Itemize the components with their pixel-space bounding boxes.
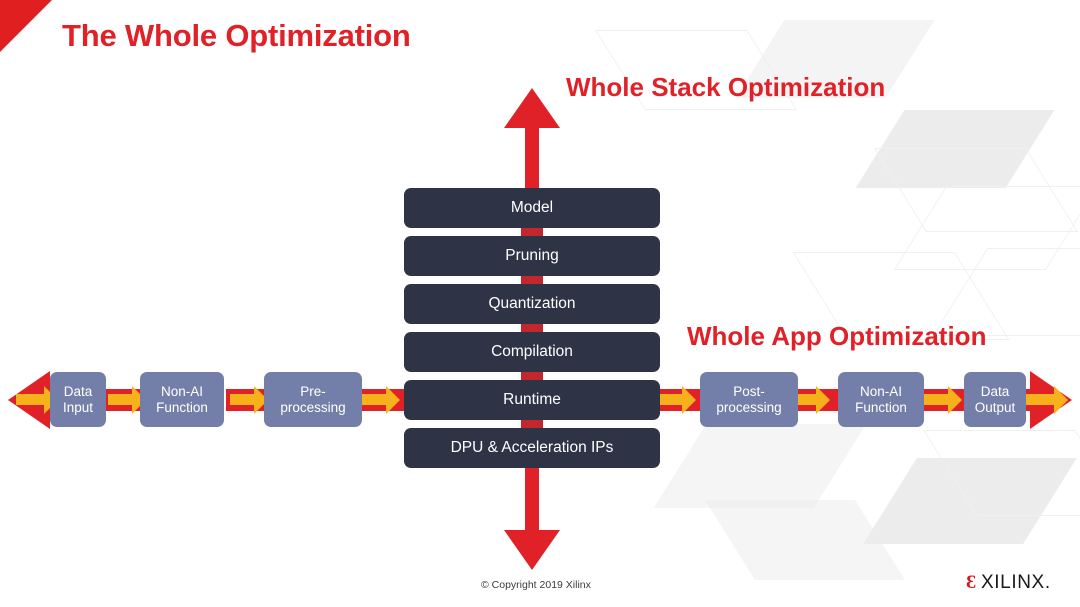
watermark-shape-7 — [863, 458, 1077, 544]
stack-row: DPU & Acceleration IPs — [404, 419, 660, 468]
stack-item-model[interactable]: Model — [404, 188, 660, 228]
stack-connector — [521, 371, 543, 381]
flow-box-data-input[interactable]: Data Input — [50, 372, 106, 427]
arrow-head-down-icon — [504, 530, 560, 570]
stack-connector — [521, 323, 543, 333]
stack-item-pruning[interactable]: Pruning — [404, 236, 660, 276]
flow-box-post-processing[interactable]: Post- processing — [700, 372, 798, 427]
pipeline-yellow-tip-6 — [948, 386, 962, 414]
pipeline-yellow-arrow-2 — [230, 394, 256, 405]
down-arrow-stack-optimization — [504, 468, 560, 570]
pipeline-yellow-tip-4 — [682, 386, 696, 414]
page-title: The Whole Optimization — [62, 18, 411, 53]
stack-connector — [521, 275, 543, 285]
flow-box-line2: Input — [62, 399, 94, 415]
watermark-shape-1 — [855, 110, 1055, 188]
flow-box-line2: processing — [716, 399, 782, 415]
xilinx-logo: Ɛ XILINX. — [966, 573, 1051, 592]
stack-item-compilation[interactable]: Compilation — [404, 332, 660, 372]
pipeline-yellow-tip-3 — [386, 386, 400, 414]
stack-row: Pruning — [404, 227, 660, 276]
heading-whole-stack-optimization: Whole Stack Optimization — [566, 72, 886, 102]
watermark-shape-2 — [873, 148, 1079, 232]
watermark-shape-8 — [923, 430, 1080, 516]
pipeline-yellow-arrow-5 — [792, 394, 818, 405]
pipeline-yellow-arrow-6 — [924, 394, 950, 405]
up-arrow-stack-optimization — [504, 88, 560, 190]
copyright-text: © Copyright 2019 Xilinx — [481, 579, 591, 591]
flow-box-line1: Non-AI — [160, 383, 204, 399]
stack-connector — [521, 419, 543, 429]
watermark-shape-9 — [705, 500, 905, 580]
pipeline-yellow-tip-5 — [816, 386, 830, 414]
arrow-shaft-down — [525, 468, 539, 532]
pipeline-yellow-tip-7 — [1054, 386, 1068, 414]
flow-box-data-output[interactable]: Data Output — [964, 372, 1026, 427]
flow-box-line1: Data — [63, 383, 93, 399]
pipeline-yellow-arrow-4 — [656, 394, 684, 405]
flow-box-line2: Function — [156, 399, 208, 415]
stack-row: Model — [404, 188, 660, 228]
corner-triangle-decoration — [0, 0, 52, 52]
flow-box-line1: Non-AI — [859, 383, 903, 399]
arrow-head-up-icon — [504, 88, 560, 128]
flow-box-line1: Pre- — [300, 383, 326, 399]
flow-box-non-ai-function-left[interactable]: Non-AI Function — [140, 372, 224, 427]
stack-item-dpu-acceleration-ips[interactable]: DPU & Acceleration IPs — [404, 428, 660, 468]
stack-item-quantization[interactable]: Quantization — [404, 284, 660, 324]
flow-box-line2: processing — [280, 399, 346, 415]
pipeline-yellow-arrow-1 — [108, 394, 134, 405]
flow-box-line2: Output — [974, 399, 1016, 415]
flow-box-pre-processing[interactable]: Pre- processing — [264, 372, 362, 427]
stack-row: Compilation — [404, 323, 660, 372]
flow-box-line1: Data — [980, 383, 1010, 399]
stack-row: Runtime — [404, 371, 660, 420]
arrow-shaft-up — [525, 126, 539, 190]
pipeline-yellow-arrow-7 — [1026, 394, 1056, 405]
stack-row: Quantization — [404, 275, 660, 324]
stack-item-runtime[interactable]: Runtime — [404, 380, 660, 420]
pipeline-yellow-arrow-0 — [16, 394, 46, 405]
watermark-shape-6 — [653, 424, 867, 508]
optimization-stack: Model Pruning Quantization Compilation R… — [404, 188, 660, 468]
flow-box-line1: Post- — [733, 383, 765, 399]
stack-connector — [521, 227, 543, 237]
pipeline-yellow-arrow-3 — [360, 394, 388, 405]
heading-whole-app-optimization: Whole App Optimization — [687, 321, 987, 351]
xilinx-logo-wordmark: XILINX. — [981, 572, 1051, 593]
flow-box-non-ai-function-right[interactable]: Non-AI Function — [838, 372, 924, 427]
xilinx-logo-mark-icon: Ɛ — [966, 572, 976, 593]
watermark-shape-3 — [893, 186, 1080, 270]
flow-box-line2: Function — [855, 399, 907, 415]
